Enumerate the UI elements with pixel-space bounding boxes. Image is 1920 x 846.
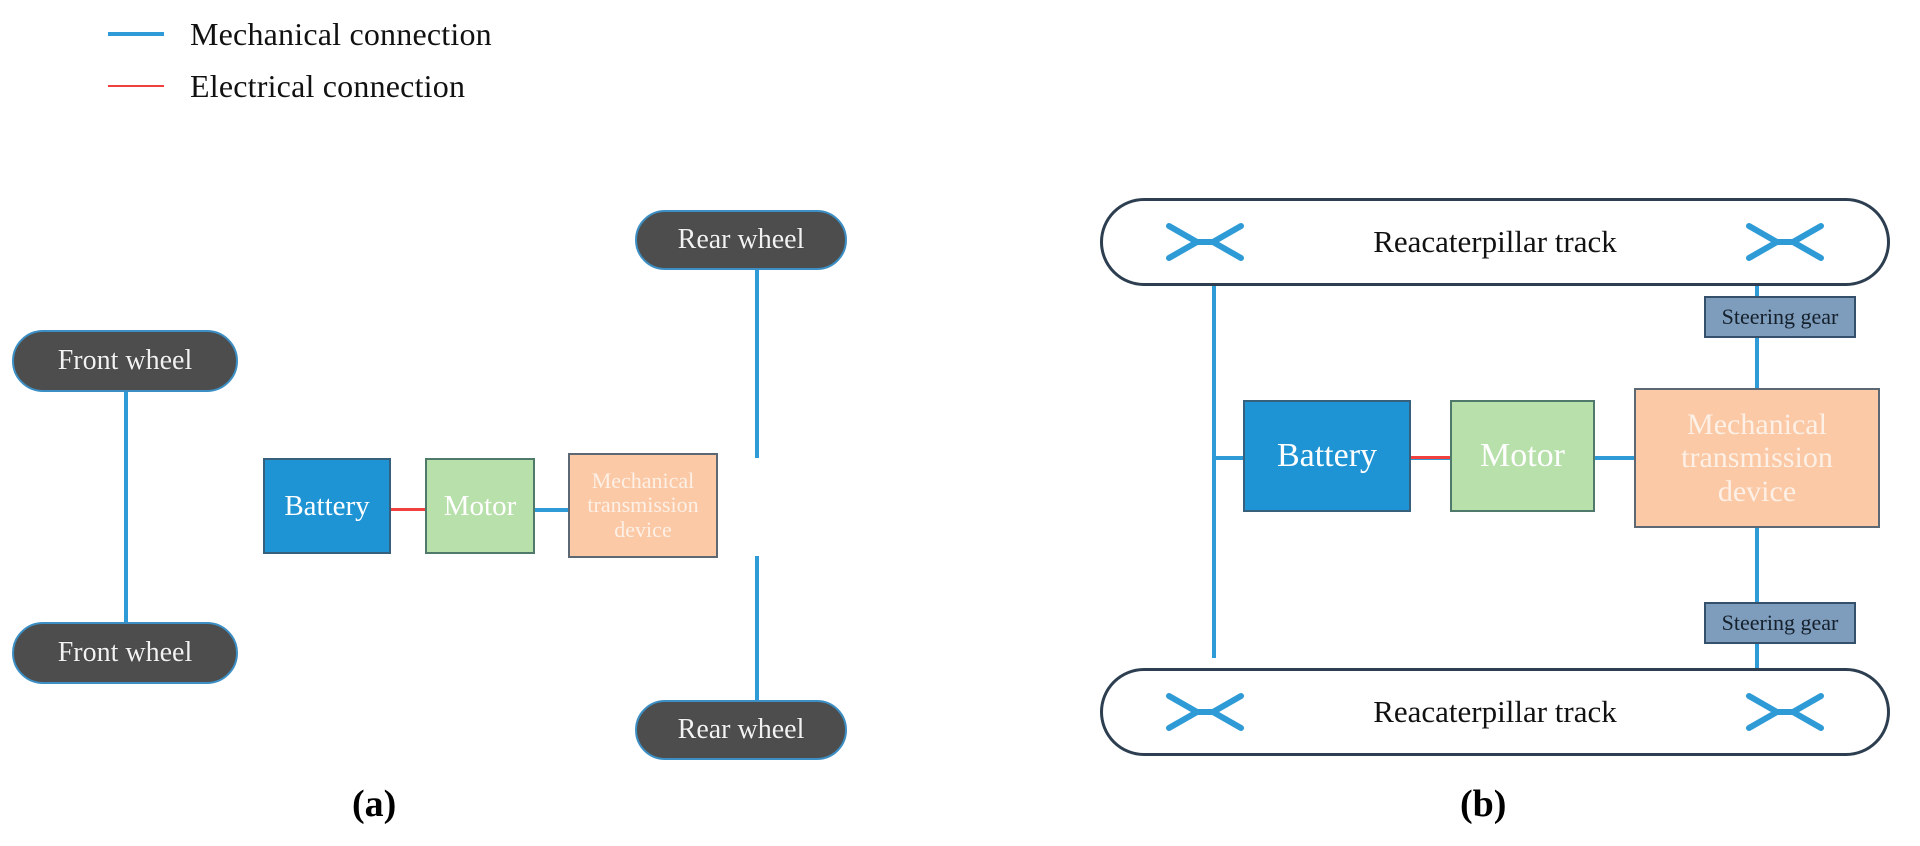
node-battery-a[interactable]: Battery: [263, 458, 391, 554]
node-track-bottom[interactable]: Reacaterpillar track: [1100, 668, 1890, 756]
line-swatch-blue-icon: [108, 32, 164, 36]
legend: Mechanical connection Electrical connect…: [108, 8, 492, 112]
bowtie-icon: [1166, 693, 1244, 731]
node-mechanical-transmission-device-b[interactable]: Mechanical transmission device: [1634, 388, 1880, 528]
node-front-wheel-bottom[interactable]: Front wheel: [12, 622, 238, 684]
connector-front-wheels: [124, 344, 128, 632]
node-motor-a[interactable]: Motor: [425, 458, 535, 554]
node-front-wheel-top[interactable]: Front wheel: [12, 330, 238, 392]
node-steering-gear-bottom[interactable]: Steering gear: [1704, 602, 1856, 644]
node-rear-wheel-bottom[interactable]: Rear wheel: [635, 700, 847, 760]
node-battery-b[interactable]: Battery: [1243, 400, 1411, 512]
node-mechanical-transmission-device-a[interactable]: Mechanical transmission device: [568, 453, 718, 558]
connector-motor-mtd-a: [533, 508, 568, 512]
legend-item-electrical: Electrical connection: [108, 60, 492, 112]
connector-mtd-steering-bottom: [1755, 524, 1759, 606]
line-swatch-red-icon: [108, 85, 164, 87]
connector-steering-top-mtd: [1755, 332, 1759, 392]
node-steering-gear-top[interactable]: Steering gear: [1704, 296, 1856, 338]
connector-mtd-rear-wheel-bottom: [755, 556, 759, 714]
connector-mtd-rear-wheel-top: [755, 268, 759, 458]
bowtie-icon: [1746, 223, 1824, 261]
connector-mtd-left-rail: [1212, 278, 1216, 658]
node-track-top[interactable]: Reacaterpillar track: [1100, 198, 1890, 286]
bowtie-icon: [1746, 693, 1824, 731]
legend-item-mechanical: Mechanical connection: [108, 8, 492, 60]
legend-label-mechanical: Mechanical connection: [190, 15, 492, 52]
legend-label-electrical: Electrical connection: [190, 67, 466, 104]
node-rear-wheel-top[interactable]: Rear wheel: [635, 210, 847, 270]
caption-panel-b: (b): [1460, 783, 1507, 825]
node-motor-b[interactable]: Motor: [1450, 400, 1595, 512]
connector-battery-motor-a: [390, 508, 426, 511]
caption-panel-a: (a): [352, 783, 397, 825]
track-top-label: Reacaterpillar track: [1373, 224, 1617, 259]
bowtie-icon: [1166, 223, 1244, 261]
connector-motor-mtd-b: [1593, 456, 1638, 460]
connector-battery-motor-b: [1408, 456, 1452, 459]
track-bottom-label: Reacaterpillar track: [1373, 694, 1617, 729]
connector-steering-bottom-track: [1755, 642, 1759, 674]
